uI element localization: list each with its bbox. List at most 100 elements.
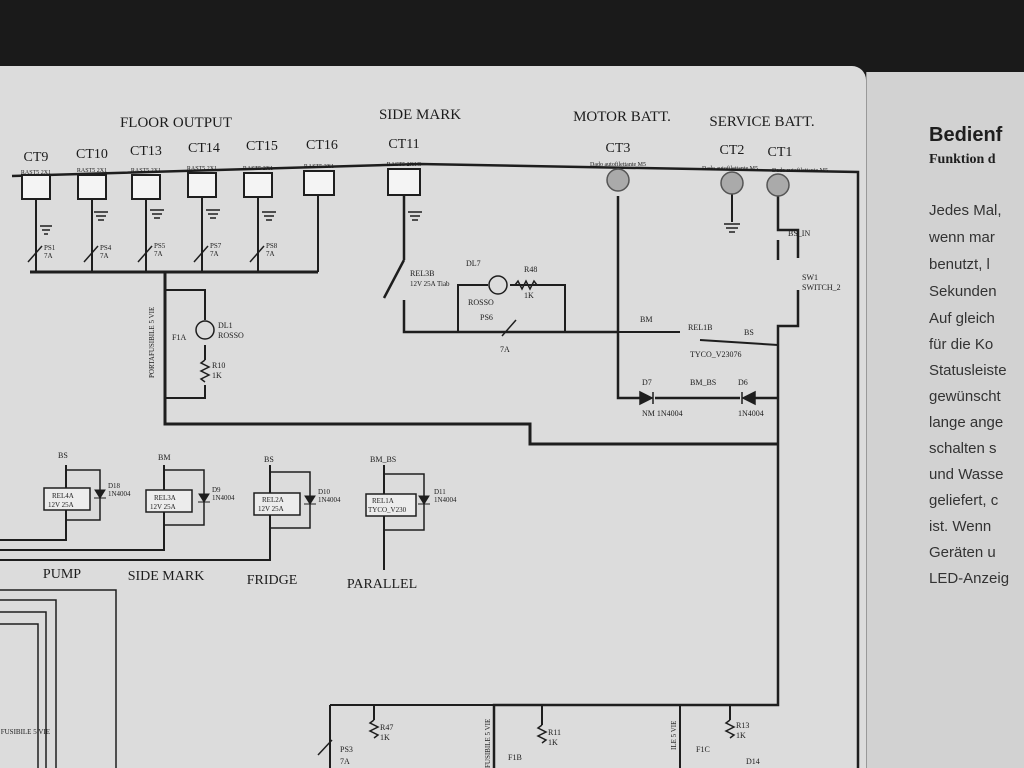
relay-function-pump: PUMP: [43, 567, 81, 582]
group-side-mark: SIDE MARK: [379, 107, 461, 123]
f1a-branch: [165, 289, 206, 399]
fuse-ps8: PS8: [266, 242, 278, 250]
fuse-ps8-rating: 7A: [266, 250, 275, 258]
fuse-ps5: PS5: [154, 242, 166, 250]
r48-label: R48: [524, 265, 537, 274]
relay-rel4a: [43, 487, 91, 511]
relay-net-rel2a: BS: [264, 455, 274, 464]
body-line-14: Geräten u: [929, 544, 996, 561]
connector-part-ct13: RAST5 2X1: [131, 168, 161, 174]
fuse-holder-label: PORTAFUSIBILE 5 VIE: [148, 307, 156, 378]
d14-label: D14: [746, 757, 760, 766]
body-line-15: LED-Anzeig: [929, 570, 1010, 587]
diode-d7: [639, 390, 654, 406]
body-line-13: ist. Wenn: [929, 518, 992, 535]
diode-label-d18: D18: [108, 482, 121, 490]
relay-rel1a: [365, 493, 417, 517]
terminal-id-ct1: CT1: [768, 145, 793, 160]
connector-ct14: [187, 172, 217, 198]
terminal-id-ct2: CT2: [720, 143, 745, 158]
body-line-9: lange ange: [929, 414, 1004, 431]
relay-spec-rel3a: 12V 25A: [150, 503, 176, 511]
relay-label-rel3a: REL3A: [154, 494, 176, 502]
resistor-r13: [724, 719, 736, 739]
dl7-color: ROSSO: [468, 298, 494, 307]
connector-id-ct13: CT13: [130, 144, 162, 159]
fuse-ps4: PS4: [100, 244, 112, 252]
ground-icon: [94, 211, 108, 221]
body-line-4: Sekunden: [929, 283, 997, 300]
r13-label: R13: [736, 721, 749, 730]
relay-function-fridge: FRIDGE: [247, 573, 298, 588]
r10-value: 1K: [212, 371, 222, 380]
relay-net-rel4a: BS: [58, 451, 68, 460]
ground-icon: [262, 211, 276, 221]
r13-value: 1K: [736, 731, 746, 740]
connector-ct11: [387, 168, 421, 196]
body-line-6: für die Ko: [929, 336, 994, 353]
connector-ct9: [21, 174, 51, 200]
rel1b-path: [618, 331, 779, 346]
r47-value: 1K: [380, 733, 390, 742]
diode-part-d18: 1N4004: [108, 490, 131, 498]
connector-ct10: [77, 174, 107, 200]
bottom-branches: [329, 704, 731, 768]
body-line-5: Auf gleich: [929, 310, 995, 327]
board-outline: [11, 162, 860, 768]
r10-label: R10: [212, 361, 225, 370]
section-subtitle: Funktion d: [929, 152, 996, 167]
dl1-color: ROSSO: [218, 331, 244, 340]
led-dl7: [488, 275, 508, 295]
left-enclosure: [0, 589, 117, 768]
connector-leads: [35, 196, 319, 272]
dl1-label: DL1: [218, 321, 233, 330]
dl7-label: DL7: [466, 259, 481, 268]
fuse-ps3-rating: 7A: [340, 757, 350, 766]
service-batt-line: [492, 196, 800, 768]
relay-label-rel2a: REL2A: [262, 496, 284, 504]
led-dl1: [195, 320, 215, 340]
tyco-label: TYCO_V23076: [690, 350, 742, 359]
body-line-3: benutzt, l: [929, 256, 990, 273]
side-mark-path: [382, 196, 618, 334]
connector-ct16: [303, 170, 335, 196]
ps6-rating: 7A: [500, 345, 510, 354]
diode-part-d9: 1N4004: [212, 494, 235, 502]
relay-function-parallel: PARALLEL: [347, 577, 417, 592]
bm-bs-label: BM_BS: [690, 378, 716, 387]
connector-part-ct9: RAST5 2X1: [21, 170, 51, 176]
connector-ct13: [131, 174, 161, 200]
connector-id-ct9: CT9: [24, 150, 49, 165]
sw1-label: SW1: [802, 273, 818, 282]
relay-rel2a: [253, 492, 301, 516]
diode-part-d11: 1N4004: [434, 496, 457, 504]
rel3b-label: REL3B: [410, 269, 434, 278]
diode-d10: [304, 495, 316, 505]
r48-value: 1K: [524, 291, 534, 300]
diode-label-d9: D9: [212, 486, 221, 494]
fuse-ps1: PS1: [44, 244, 56, 252]
connector-part-ct11: RAST5 2X1G: [387, 162, 422, 168]
fuse-ps5-rating: 7A: [154, 250, 163, 258]
relay-function-side-mark: SIDE MARK: [128, 569, 205, 584]
connector-id-ct16: CT16: [306, 138, 338, 153]
fuse-symbols: [27, 245, 265, 263]
diode-d6: [741, 390, 756, 406]
d6-label: D6: [738, 378, 748, 387]
relay-spec-rel1a: TYCO_V230: [368, 506, 407, 514]
fuse-ps4-rating: 7A: [100, 252, 109, 260]
terminal-ct2: [720, 171, 744, 195]
net-bm: BM: [640, 315, 652, 324]
relay-label-rel4a: REL4A: [52, 492, 74, 500]
manual-page-right: Bedienf Funktion d Jedes Mal, wenn mar b…: [866, 72, 1024, 768]
connector-id-ct10: CT10: [76, 147, 108, 162]
ps3-fuse-symbol: [317, 739, 333, 756]
motor-batt-line: [616, 196, 778, 400]
d7-label: D7: [642, 378, 652, 387]
connector-part-ct16: RAST5 2X1: [304, 164, 334, 170]
ps6-label: PS6: [480, 313, 493, 322]
relay-label-rel1a: REL1A: [372, 497, 394, 505]
diode-d9: [198, 493, 210, 503]
diode-part-d10: 1N4004: [318, 496, 341, 504]
relay-rel3a: [145, 489, 193, 513]
